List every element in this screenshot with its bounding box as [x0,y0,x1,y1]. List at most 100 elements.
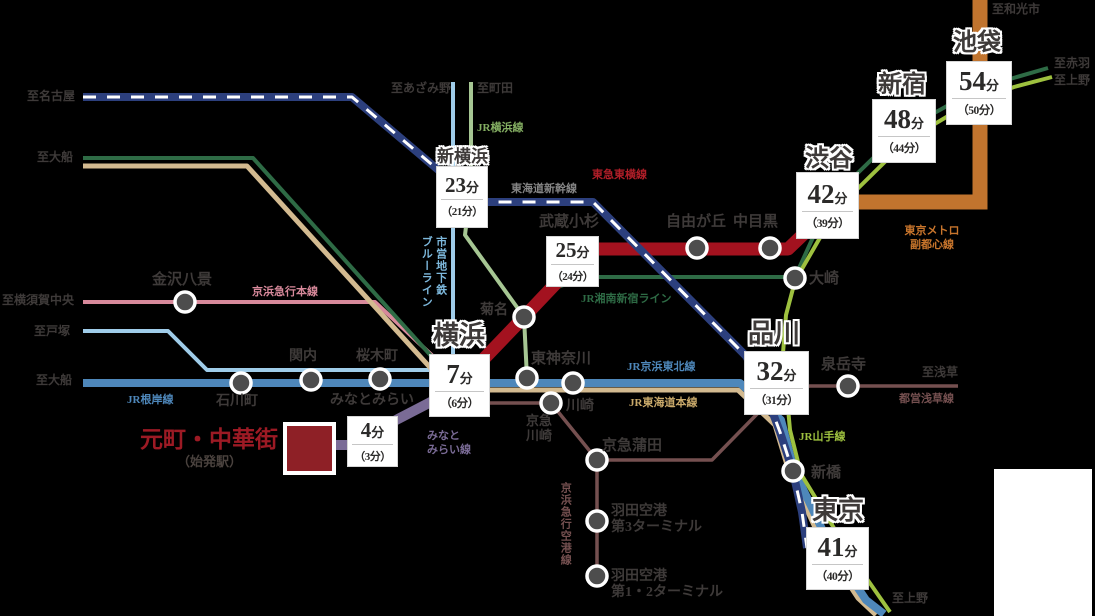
time-num: 7 [446,358,460,389]
terminal-wakoshi: 至和光市 [992,2,1041,16]
label-toei-asakusa-line: 都営浅草線 [899,393,954,405]
station-dot-kawasaki [561,371,585,395]
time-paren: （21分） [441,199,483,219]
label-keikyu-airport-line: 京浜急行空港線 [559,482,572,566]
time-unit: 分 [844,543,858,559]
station-label-haneda-t12-2: 第1・2ターミナル [611,585,723,601]
time-unit: 分 [371,424,385,440]
label-tokaido-shinkansen: 東海道新幹線 [511,183,577,195]
station-label-haneda-t3-2: 第3ターミナル [611,520,702,536]
start-station-note: （始発駅） [177,454,243,469]
time-paren: （40分） [811,563,864,584]
terminal-akabane: 至赤羽 [1054,56,1091,70]
station-dot-nakameguro [758,236,782,260]
label-jr-yamanote-line: JR山手線 [799,431,846,443]
terminal-machida: 至町田 [477,81,514,95]
time-num: 48 [883,104,911,134]
station-title-yokohama: 横浜 [433,321,486,350]
station-dot-haneda-t12 [585,564,609,588]
time-unit: 分 [985,78,999,93]
label-jr-shonan-shinjuku-line: JR湘南新宿ライン [581,293,672,305]
station-label-haneda-t12: 羽田空港 第1・2ターミナル [611,569,723,601]
station-label-kannai: 関内 [289,349,317,364]
station-label-keikyu-kawasaki-2: 川崎 [526,427,553,443]
station-label-keikyu-kawasaki-1: 京急 [526,413,553,428]
station-dot-keikyu-kamata [585,448,609,472]
white-panel [994,469,1092,616]
station-dots [173,236,860,588]
terminal-ueno-top: 至上野 [1054,73,1091,87]
station-title-shinyokohama: 新横浜 [437,147,488,166]
label-fukutoshin-line-1: 東京メトロ [904,225,960,237]
station-title-ikebukuro: 池袋 [953,30,1001,56]
time-yokohama: 7分 [446,358,473,389]
station-title-shinagawa: 品川 [748,319,801,348]
time-num: 25 [555,237,577,262]
terminal-azamino: 至あざみ野 [391,81,452,95]
label-fukutoshin-line: 東京メトロ 副都心線 [901,224,963,253]
label-jr-keihin-tohoku-line: JR京浜東北線 [627,361,696,373]
label-jr-tokaido-line: JR東海道本線 [629,397,698,409]
station-label-higashi-kanagawa: 東神奈川 [531,351,592,367]
station-dot-osaki [783,266,807,290]
station-label-haneda-t3: 羽田空港 第3ターミナル [611,504,702,536]
station-label-keikyu-kawasaki: 京急 川崎 [526,413,553,444]
time-badge-shibuya: 42分 （39分） [796,172,859,239]
start-station-name: 元町・中華街 [140,427,278,452]
station-label-ishikawacho: 石川町 [216,394,258,409]
terminal-totsuka: 至戸塚 [34,324,71,338]
time-shinagawa: 32分 [756,358,796,385]
time-tokyo: 41分 [817,533,858,561]
station-title-tokyo: 東京 [812,496,865,525]
station-label-shimbashi: 新橋 [811,465,842,481]
time-paren: （6分） [434,390,485,411]
time-shinyokohama: 23分 [445,175,479,196]
station-label-kawasaki: 川崎 [566,399,594,414]
station-label-jiyugaoka: 自由が丘 [666,214,727,230]
station-dot-jiyugaoka [685,236,709,260]
time-paren: （39分） [801,210,854,231]
time-minatomirai: 4分 [361,419,385,441]
terminal-yokosuka-chuo: 至横須賀中央 [2,293,75,307]
time-unit: 分 [834,190,848,206]
label-minatomirai-line: みなと みらい線 [427,429,471,458]
label-keikyu-main-line: 京浜急行本線 [252,286,318,298]
station-dot-sakuragicho [368,367,392,391]
station-dot-sengakuji [836,374,860,398]
station-dot-ishikawacho [229,371,253,395]
station-title-shinjuku: 新宿 [878,72,926,98]
station-label-musashi-kosugi: 武蔵小杉 [539,214,600,230]
time-unit: 分 [465,180,479,195]
time-shinjuku: 48分 [884,106,924,133]
start-station-marker [283,422,336,475]
station-dot-kanazawa-hakkei [173,290,197,314]
time-paren: （3分） [351,443,394,464]
time-paren: （24分） [551,263,594,284]
label-jr-negishi-line: JR根岸線 [127,394,174,406]
time-badge-shinagawa: 32分 （31分） [744,351,809,415]
time-badge-tokyo: 41分 （40分） [806,527,869,590]
time-shibuya: 42分 [807,180,848,208]
station-title-shibuya: 渋谷 [805,146,853,172]
station-label-sakuragicho: 桜木町 [356,349,398,364]
terminal-nagoya: 至名古屋 [27,89,76,103]
label-minatomirai-line-1: みなと [427,430,460,442]
time-badge-yokohama: 7分 （6分） [429,354,490,417]
time-badge-musashikosugi: 25分 （24分） [546,236,599,287]
station-label-haneda-t3-1: 羽田空港 [611,504,667,519]
subway-blue-line-totsuka [83,329,435,372]
time-badge-ikebukuro: 54分 （50分） [946,61,1012,125]
station-label-kanazawa-hakkei: 金沢八景 [152,272,213,288]
time-unit: 分 [910,116,924,131]
time-badge-shinjuku: 48分 （44分） [872,99,936,163]
station-dot-keikyu-kawasaki [539,391,563,415]
time-num: 54 [958,66,986,96]
station-label-keikyu-kamata: 京急蒲田 [602,438,663,454]
label-minatomirai-line-2: みらい線 [427,444,471,457]
station-dot-kannai [299,368,323,392]
station-dot-higashi-kanagawa [515,366,539,390]
label-jr-yokohama-line: JR横浜線 [477,122,524,134]
time-unit: 分 [783,368,797,383]
